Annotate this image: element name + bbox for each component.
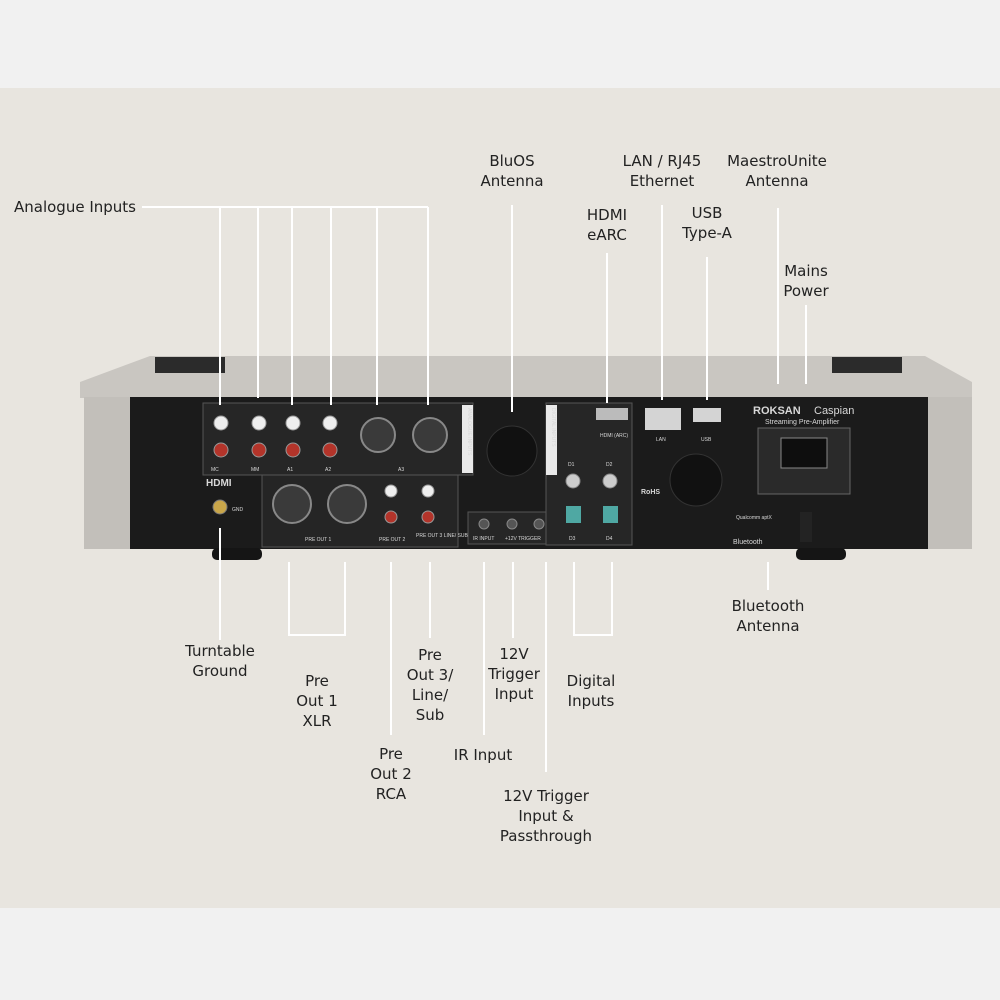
digital-inputs-tab bbox=[546, 405, 557, 475]
callout-pre-out-3: Pre Out 3/ Line/ Sub bbox=[406, 646, 454, 724]
label-mc: MC bbox=[211, 467, 219, 473]
iec-socket bbox=[780, 437, 828, 469]
callout-trigger-passthrough: 12V Trigger Input & Passthrough bbox=[499, 787, 593, 845]
xlr-preout1-left bbox=[272, 484, 312, 524]
rca-mm-left bbox=[251, 415, 267, 431]
label-pre-out-1: PRE OUT 1 bbox=[305, 537, 332, 543]
callout-ir-input: IR Input bbox=[453, 746, 513, 764]
callout-mains: Mains Power bbox=[783, 262, 829, 300]
label-mm: MM bbox=[251, 467, 259, 473]
rca-mm-right bbox=[251, 442, 267, 458]
side-cheek-left bbox=[84, 397, 132, 549]
label-usb: USB bbox=[701, 437, 712, 443]
label-hdmi-arc: HDMI (ARC) bbox=[600, 433, 628, 439]
label-a2: A2 bbox=[325, 467, 331, 473]
label-d4: D4 bbox=[606, 536, 613, 542]
callout-pre-out-1: Pre Out 1 XLR bbox=[296, 672, 338, 730]
label-a3: A3 bbox=[398, 467, 404, 473]
callout-maestro: MaestroUnite Antenna bbox=[727, 152, 827, 190]
label-pre-out-2: PRE OUT 2 bbox=[379, 537, 406, 543]
rca-a1-right bbox=[285, 442, 301, 458]
label-qualcomm: Qualcomm aptX bbox=[736, 515, 773, 521]
rca-white-row bbox=[213, 415, 338, 431]
callout-hdmi: HDMI eARC bbox=[586, 206, 628, 244]
rca-red-row bbox=[213, 442, 338, 458]
foot-left bbox=[212, 548, 262, 560]
rca-preout3-right bbox=[421, 510, 435, 524]
usb-port bbox=[693, 408, 721, 422]
callout-lines bbox=[142, 205, 807, 772]
digital-inputs-module bbox=[545, 402, 633, 546]
xlr-preout1-right bbox=[327, 484, 367, 524]
callout-turntable-ground: Turntable Ground bbox=[185, 642, 255, 680]
rca-preout2-left bbox=[384, 484, 398, 498]
line-preout1 bbox=[288, 562, 346, 636]
xlr-a3-right bbox=[412, 417, 448, 453]
label-d3: D3 bbox=[569, 536, 576, 542]
callout-bluetooth-antenna: Bluetooth Antenna bbox=[731, 597, 805, 635]
foot-pad-right bbox=[832, 357, 902, 373]
device-top-lid bbox=[80, 356, 972, 398]
line-digital bbox=[573, 562, 613, 636]
rca-a1-left bbox=[285, 415, 301, 431]
coax-d1 bbox=[565, 473, 581, 489]
label-d1: D1 bbox=[568, 462, 575, 468]
device-subtitle: Streaming Pre-Amplifier bbox=[765, 419, 840, 426]
coax-d2 bbox=[602, 473, 618, 489]
label-digital-group: DIGITAL INPUTS bbox=[550, 408, 556, 447]
ir-jack bbox=[478, 518, 490, 530]
callout-usb: USB Type-A bbox=[682, 204, 732, 242]
device-model: Caspian bbox=[814, 405, 854, 417]
trigger-jack-2 bbox=[533, 518, 545, 530]
label-rohs: RoHS bbox=[641, 489, 660, 496]
label-a1: A1 bbox=[287, 467, 293, 473]
label-pre-out-3: PRE OUT 3 LINE/ SUB bbox=[416, 533, 469, 539]
callout-lan: LAN / RJ45 Ethernet bbox=[622, 152, 702, 190]
rca-a2-right bbox=[322, 442, 338, 458]
label-lan: LAN bbox=[656, 437, 666, 443]
rca-mc-right bbox=[213, 442, 229, 458]
callout-analogue-inputs: Analogue Inputs bbox=[14, 198, 136, 216]
label-analogue-group: ANALOGUE INPUTS bbox=[466, 408, 472, 456]
gnd-text: GND bbox=[232, 507, 244, 513]
side-cheek-right bbox=[926, 397, 972, 549]
callout-digital-inputs: Digital Inputs bbox=[566, 672, 616, 710]
rca-mc-left bbox=[213, 415, 229, 431]
lan-port bbox=[645, 408, 681, 430]
foot-right bbox=[796, 548, 846, 560]
analogue-inputs-tab bbox=[462, 405, 473, 473]
rca-preout3-left bbox=[421, 484, 435, 498]
foot-pad-left bbox=[155, 357, 225, 373]
callout-trigger-input: 12V Trigger Input bbox=[488, 645, 540, 703]
rca-preout2-right bbox=[384, 510, 398, 524]
device-brand: ROKSAN bbox=[753, 405, 801, 417]
gnd-post bbox=[212, 499, 228, 515]
bluos-antenna-port bbox=[486, 425, 538, 477]
xlr-a3-left bbox=[360, 417, 396, 453]
label-d2: D2 bbox=[606, 462, 613, 468]
label-trigger: +12V TRIGGER bbox=[505, 536, 541, 542]
hdmi-port bbox=[596, 408, 628, 420]
maestro-antenna-port bbox=[669, 453, 723, 507]
optical-d3 bbox=[566, 506, 581, 523]
trigger-jack-1 bbox=[506, 518, 518, 530]
bluetooth-antenna-port bbox=[800, 512, 812, 542]
optical-d4 bbox=[603, 506, 618, 523]
callout-pre-out-2: Pre Out 2 RCA bbox=[370, 745, 412, 803]
rca-a2-left bbox=[322, 415, 338, 431]
hdmi-logo-text: HDMI bbox=[206, 478, 232, 489]
label-bluetooth-logo: Bluetooth bbox=[733, 539, 763, 546]
label-ir-input: IR INPUT bbox=[473, 536, 494, 542]
callout-bluos-antenna: BluOS Antenna bbox=[480, 152, 544, 190]
